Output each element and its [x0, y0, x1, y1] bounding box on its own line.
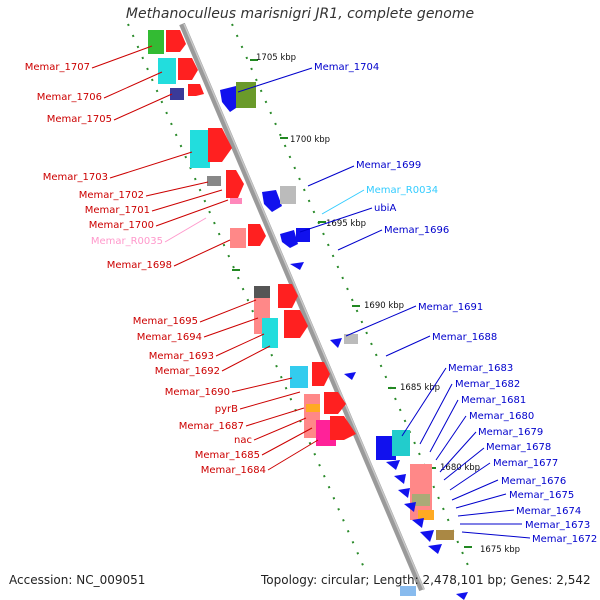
scale-label: 1675 kbp [480, 545, 520, 555]
gene-label-left[interactable]: Memar_1698 [107, 260, 172, 271]
gene-label-right[interactable]: Memar_1672 [532, 534, 597, 545]
gene-label-left[interactable]: Memar_1707 [25, 62, 90, 73]
gene-label-left[interactable]: Memar_1706 [37, 92, 102, 103]
left-strand-genes [148, 30, 356, 446]
gene-label-left[interactable]: pyrB [215, 404, 238, 415]
gene-label-left[interactable]: nac [234, 435, 252, 446]
gene-label-left[interactable]: Memar_1684 [201, 465, 266, 476]
gene-label-left[interactable]: Memar_1700 [89, 220, 154, 231]
right-strand-genes [220, 82, 468, 600]
gene-label-right[interactable]: Memar_1696 [384, 225, 449, 236]
scale-label: 1690 kbp [364, 301, 404, 311]
gene-label-left[interactable]: Memar_1695 [133, 316, 198, 327]
gene-label-left[interactable]: Memar_1690 [165, 387, 230, 398]
gene-label-left[interactable]: Memar_1701 [85, 205, 150, 216]
gene-label-right[interactable]: ubiA [374, 203, 396, 214]
gene-label-right[interactable]: Memar_1682 [455, 379, 520, 390]
gene-label-left[interactable]: Memar_1703 [43, 172, 108, 183]
map-title: Methanoculleus marisnigri JR1, complete … [125, 6, 475, 22]
gene-label-right[interactable]: Memar_1677 [493, 458, 558, 469]
gene-label-right[interactable]: Memar_1674 [516, 506, 581, 517]
gene-label-left[interactable]: Memar_1694 [137, 332, 202, 343]
gene-label-right[interactable]: Memar_1679 [478, 427, 543, 438]
gene-label-left[interactable]: Memar_1705 [47, 114, 112, 125]
gene-label-left[interactable]: Memar_1702 [79, 190, 144, 201]
gene-label-right[interactable]: Memar_1680 [469, 411, 534, 422]
gene-label-right[interactable]: Memar_1688 [432, 332, 497, 343]
gene-label-right[interactable]: Memar_1675 [509, 490, 574, 501]
gene-label-right[interactable]: Memar_1673 [525, 520, 590, 531]
gene-label-rna[interactable]: Memar_R0035 [91, 236, 163, 247]
scale-label: 1700 kbp [290, 135, 330, 145]
gene-label-right[interactable]: Memar_1691 [418, 302, 483, 313]
gene-label-left[interactable]: Memar_1685 [195, 450, 260, 461]
gene-label-left[interactable]: Memar_1693 [149, 351, 214, 362]
scale-ticks [232, 59, 472, 548]
accession-text: Accession: NC_009051 [9, 573, 146, 587]
scale-label: 1680 kbp [440, 463, 480, 473]
gene-label-right[interactable]: Memar_1676 [501, 476, 566, 487]
scale-label: 1705 kbp [256, 53, 296, 63]
scale-label: 1685 kbp [400, 383, 440, 393]
gene-label-right[interactable]: Memar_1683 [448, 363, 513, 374]
gene-label-left[interactable]: Memar_1692 [155, 366, 220, 377]
gene-label-right[interactable]: Memar_1678 [486, 442, 551, 453]
genome-summary-text: Topology: circular; Length: 2,478,101 bp… [261, 573, 591, 587]
gene-label-left[interactable]: Memar_1687 [179, 421, 244, 432]
gene-label-right[interactable]: Memar_1704 [314, 62, 379, 73]
gene-label-rna[interactable]: Memar_R0034 [366, 185, 438, 196]
scale-label: 1695 kbp [326, 219, 366, 229]
gene-label-right[interactable]: Memar_1681 [461, 395, 526, 406]
genome-ruler [179, 22, 425, 592]
gene-label-right[interactable]: Memar_1699 [356, 160, 421, 171]
